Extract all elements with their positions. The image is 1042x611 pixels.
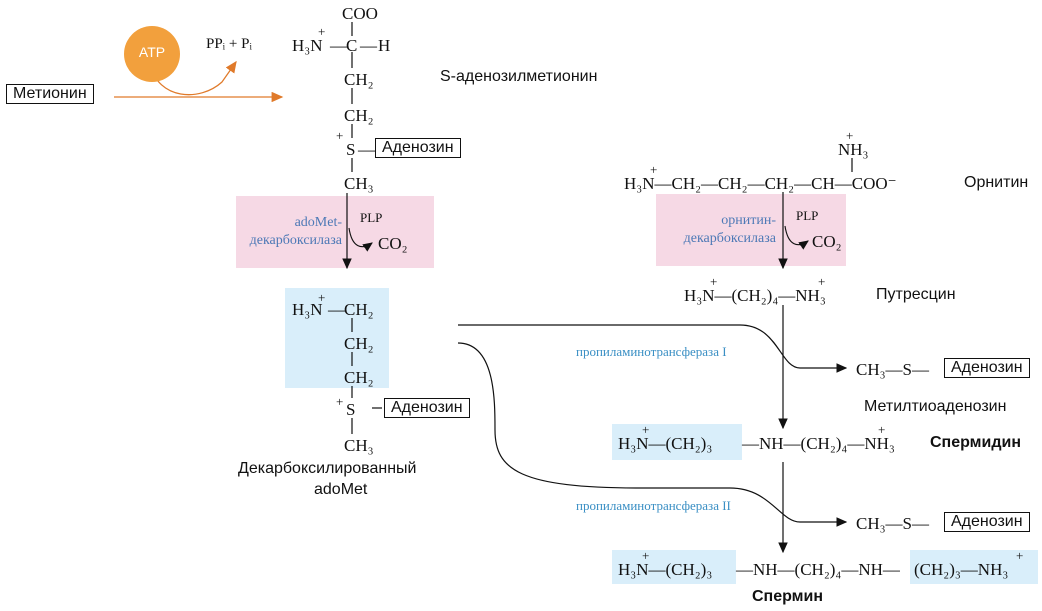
decarb-ch2-b: CH₂	[344, 334, 374, 353]
sam-dash3: —	[358, 140, 375, 159]
sam-dash2: —	[360, 36, 377, 55]
spermine-plus-1: +	[642, 548, 650, 563]
ornithine-decarboxylase-line2: декарбоксилаза	[683, 231, 776, 246]
adomet-decarboxylase-enzyme: adoMet- декарбоксилаза	[236, 214, 342, 250]
ornithine-nh3: NH₃	[838, 140, 869, 159]
spermine-name: Спермин	[752, 588, 824, 605]
ornithine-co2: CO₂	[812, 232, 842, 251]
adomet-plp: PLP	[360, 210, 383, 225]
sam-dash1: —	[330, 36, 347, 55]
mta1-ch3s: CH₃—S—	[856, 360, 929, 379]
decarb-plus-s: +	[336, 394, 344, 409]
decarb-ch2-a: CH₂	[344, 300, 374, 319]
putrescine-name: Путресцин	[876, 286, 956, 303]
ornithine-plus-n: +	[650, 162, 658, 177]
decarb-adenosine-box: Аденозин	[384, 398, 470, 418]
pp-pi-products: PPᵢ + Pᵢ	[206, 36, 252, 52]
spermine-plus-2: +	[1016, 548, 1024, 563]
putrescine-plus-1: +	[710, 274, 718, 289]
adomet-decarboxylase-line1: adoMet-	[294, 215, 342, 230]
spermidine-name: Спермидин	[930, 434, 1022, 451]
decarb-h3n: H₃N	[292, 300, 323, 319]
decarb-adomet-highlight	[285, 288, 389, 388]
putrescine-plus-2: +	[818, 274, 826, 289]
transferase-1-label: пропиламинотрансфераза I	[576, 344, 727, 359]
sam-ch3: CH₃	[344, 174, 374, 193]
ornithine-decarboxylase-line1: орнитин-	[721, 213, 776, 228]
sam-h3n: H₃N	[292, 36, 323, 55]
mta2-adenosine-box: Аденозин	[944, 512, 1030, 532]
mta2-ch3s: CH₃—S—	[856, 514, 929, 533]
spermidine-part2: —NH—(CH₂)₄—NH₃	[742, 434, 895, 453]
sam-s: S	[346, 140, 356, 159]
spermidine-left-highlight	[612, 424, 742, 460]
sam-coo: COO	[342, 4, 378, 23]
atp-circle	[124, 26, 180, 82]
sam-name: S-аденозилметионин	[440, 68, 598, 85]
spermidine-plus-1: +	[642, 422, 650, 437]
spermine-part2: —NH—(CH₂)₄—NH—	[736, 560, 900, 579]
spermidine-part1: H₃N—(CH₂)₃	[618, 434, 713, 453]
ornithine-plp: PLP	[796, 208, 819, 223]
adomet-co2: CO₂	[378, 234, 408, 253]
propylamine-transfer-2	[457, 342, 848, 527]
spermine-part3: (CH₂)₃—NH₃	[914, 560, 1009, 579]
sam-ch2-a: CH₂	[344, 70, 374, 89]
spermine-right-highlight	[910, 550, 1038, 584]
spermine-left-highlight	[612, 550, 736, 584]
ornithine-plus-nh3: +	[846, 128, 854, 143]
ornithine-decarboxylase-highlight	[656, 194, 846, 266]
mta1-adenosine-box: Аденозин	[944, 358, 1030, 378]
adomet-decarboxylase-highlight	[236, 196, 434, 268]
ornithine-formula: H₃N—CH₂—CH₂—CH₂—CH—COO⁻	[624, 174, 897, 193]
decarb-name-line1: Декарбоксилированный	[238, 460, 417, 477]
ornithine-name: Орнитин	[964, 174, 1029, 191]
decarb-dash1: —	[328, 300, 345, 319]
ornithine-decarboxylase-enzyme: орнитин- декарбоксилаза	[656, 212, 776, 248]
putrescine-formula: H₃N—(CH₂)₄—NH₃	[684, 286, 826, 305]
mta1-name: Метилтиоаденозин	[864, 398, 1007, 415]
sam-ch2-b: CH₂	[344, 106, 374, 125]
decarb-s: S	[346, 400, 356, 419]
transferase-2-label: пропиламинотрансфераза II	[576, 498, 731, 513]
spermine-part1: H₃N—(CH₂)₃	[618, 560, 713, 579]
adomet-decarboxylase-line2: декарбоксилаза	[249, 233, 342, 248]
methionine-box: Метионин	[6, 84, 94, 104]
sam-c: C	[346, 36, 358, 55]
decarb-plus-n: +	[318, 290, 326, 305]
sam-plus-n: +	[318, 24, 326, 39]
spermidine-plus-2: +	[878, 422, 886, 437]
sam-plus-s: +	[336, 128, 344, 143]
decarb-ch3: CH₃	[344, 436, 374, 455]
decarb-ch2-c: CH₂	[344, 368, 374, 387]
sam-h: H	[378, 36, 391, 55]
sam-adenosine-box: Аденозин	[375, 138, 461, 158]
propylamine-transfer-1	[458, 324, 848, 373]
atp-label: ATP	[138, 44, 166, 60]
decarb-name-line2: adoMet	[314, 481, 368, 498]
